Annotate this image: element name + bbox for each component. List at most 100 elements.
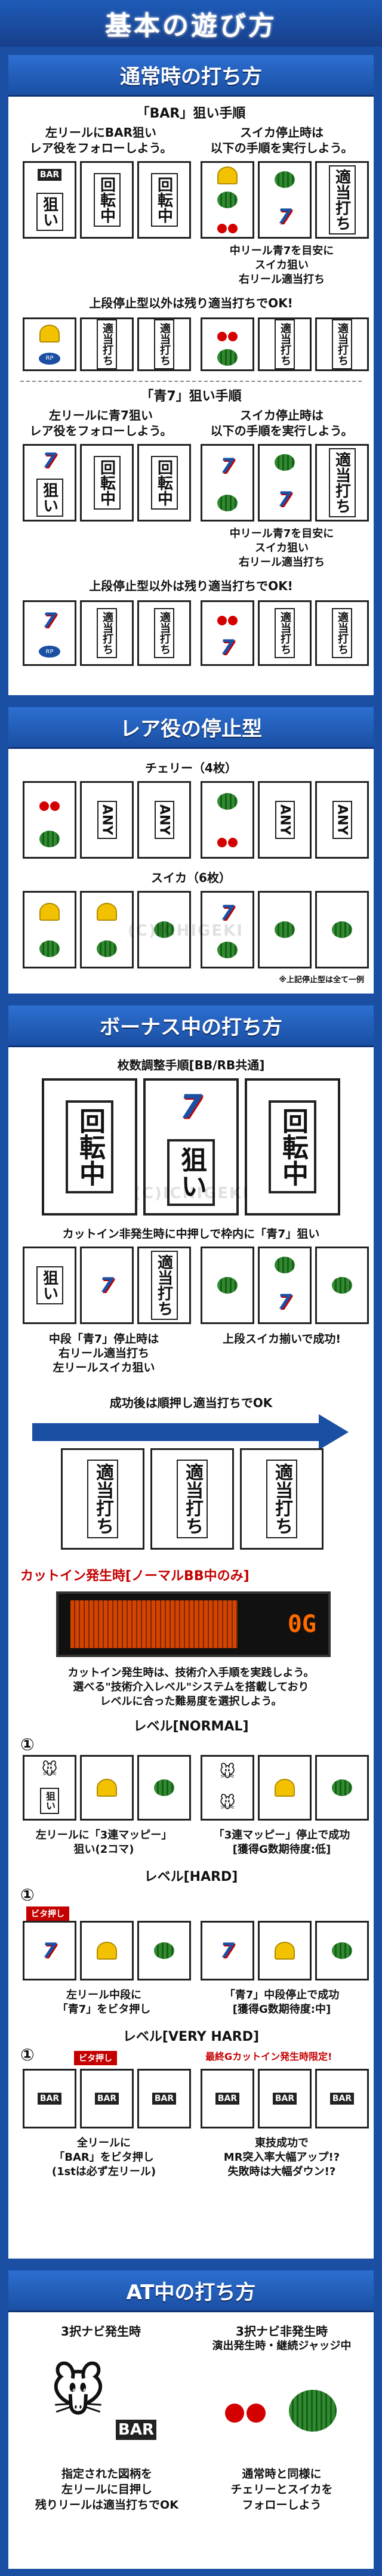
reel-center: ANY: [258, 781, 312, 859]
free-label: 適当打ち: [332, 319, 352, 369]
melon-icon: [217, 942, 238, 958]
vhard-a1: 全リールに: [77, 2137, 131, 2149]
reel-set-hard-right: 7: [201, 1921, 369, 1980]
melon-note-1: 中リール青7を目安に: [229, 245, 334, 257]
cutin-none-a3: 左リールスイカ狙い: [53, 1361, 155, 1374]
reel-center: BAR: [258, 2069, 312, 2128]
seven-symbol: 7: [278, 1290, 292, 1314]
bar-symbol: BAR: [152, 2093, 177, 2105]
reel-set-bar-right: 7 適当打ち: [201, 161, 369, 239]
reel-center: [80, 1755, 134, 1821]
reel-left: BAR: [201, 2069, 254, 2128]
melon-icon: [275, 1257, 295, 1273]
reel-center: 回転中: [80, 444, 134, 522]
melon-icon: [217, 348, 238, 366]
vhard-b3: 失敗時は大幅ダウン!?: [227, 2165, 336, 2178]
upper-stop-note: 上段停止型以外は残り適当打ちでOK!: [89, 296, 293, 310]
section-title: レア役の停止型: [120, 717, 262, 741]
bell-icon: [275, 1779, 295, 1797]
cutin-none-a1: 中段「青7」停止時は: [48, 1332, 159, 1346]
bell-icon: [97, 902, 117, 921]
off-desc-3: フォローしよう: [242, 2498, 322, 2512]
bar-symbol: BAR: [37, 2093, 62, 2105]
reel-left: 回転中: [42, 1078, 137, 1215]
reel-set-cherry-right: ANY ANY: [201, 781, 369, 859]
seven-symbol: 7: [42, 609, 57, 633]
bell-icon: [39, 902, 60, 921]
free-label: 適当打ち: [150, 1251, 178, 1320]
arrow-head-icon: [319, 1414, 349, 1450]
vhard-bita-tag: ビタ押し: [74, 2051, 117, 2065]
seven-symbol: 7: [220, 1939, 235, 1963]
reel-left: RP: [23, 317, 76, 371]
section-title: 通常時の打ち方: [120, 65, 262, 89]
bar-procedure-title: 「BAR」狙い手順: [136, 106, 246, 121]
reel-center: 適当打ち: [80, 317, 134, 371]
reel-set-normal-right: 🐭🐭: [201, 1755, 369, 1821]
section-rare-stop: レア役の停止型 チェリー（4枚） ANY ANY ANY ANY スイカ（6枚）…: [8, 707, 374, 994]
navi-off-1: 3択ナビ非発生時: [236, 2324, 328, 2339]
melon-icon: [217, 192, 238, 208]
bar-symbol: BAR: [272, 2093, 297, 2105]
melon-icon: [275, 454, 295, 471]
vhard-b2: MR突入率大幅アップ!?: [223, 2151, 340, 2164]
reel-center: [258, 1755, 312, 1821]
reel-left: 7: [201, 600, 254, 666]
reel-set-cutin-none-left: 狙い 7 適当打ち: [23, 1247, 191, 1324]
any-label: ANY: [332, 801, 352, 839]
seven-symbol: 7: [42, 1939, 57, 1963]
seven-symbol: 7: [180, 1087, 202, 1125]
reel-right: 適当打ち: [315, 600, 369, 666]
spin-label: 回転中: [66, 1100, 113, 1193]
reel-set-upper-right-2: 7 適当打ち 適当打ち: [201, 600, 369, 666]
reel-left: 7: [201, 1921, 254, 1980]
mappy-icon: 🐭: [219, 1794, 236, 1812]
melon-icon: [39, 830, 60, 847]
reel-right: 適当打ち: [240, 1448, 324, 1550]
upper-stop-note: 上段停止型以外は残り適当打ちでOK!: [89, 579, 293, 593]
reel-center: 7: [258, 1247, 312, 1324]
mappy-character-icon: 🐭: [50, 2361, 106, 2424]
melon-note-2: スイカ狙い: [255, 259, 309, 272]
reel-left: [201, 317, 254, 371]
melon-icon: [275, 921, 295, 938]
watermark: (C)ICHIGEKI: [134, 1184, 249, 1202]
spin-label: 回転中: [93, 456, 121, 510]
reel-left: 狙い: [23, 1247, 76, 1324]
section-header: レア役の停止型: [8, 707, 374, 749]
reel-right: [315, 1755, 369, 1821]
reel-left: [201, 781, 254, 859]
seven-symbol: 7: [220, 901, 235, 925]
right-note-1: スイカ停止時は: [240, 125, 324, 140]
reel-center: 適当打ち: [258, 600, 312, 666]
melon-icon: [332, 921, 352, 938]
on-desc-3: 残りリールは適当打ちでOK: [35, 2498, 178, 2512]
lcd-counter: 0G: [287, 1611, 316, 1638]
free-label: 適当打ち: [177, 1460, 208, 1538]
replay-icon: RP: [39, 646, 60, 658]
reel-center: [80, 891, 134, 968]
normal-a1: 左リールに「3連マッピー」: [35, 1829, 172, 1841]
free-label: 適当打ち: [328, 165, 356, 235]
cutin-desc-2: 選べる"技術介入レベル"システムを搭載しており: [73, 1681, 309, 1693]
melon-icon: [97, 940, 117, 957]
reel-left: 7: [23, 1921, 76, 1980]
melon-note-1: 中リール青7を目安に: [229, 527, 334, 540]
reel-center: 回転中: [80, 161, 134, 239]
section-title: AT中の打ち方: [126, 2281, 256, 2304]
melon-note-3: 右リール適当打ち: [239, 273, 325, 286]
reel-center: [258, 1921, 312, 1980]
spin-label: 回転中: [269, 1100, 316, 1193]
reel-left: [201, 1247, 254, 1324]
section-title: ボーナス中の打ち方: [100, 1016, 282, 1039]
reel-center: 適当打ち: [80, 600, 134, 666]
reel-right: [137, 891, 191, 968]
section-at: AT中の打ち方 3択ナビ発生時 3択ナビ非発生時 演出発生時・継続ジャッジ中 🐭…: [8, 2270, 374, 2569]
arrow-right-icon: [32, 1423, 319, 1441]
melon-icon: [154, 1942, 174, 1959]
